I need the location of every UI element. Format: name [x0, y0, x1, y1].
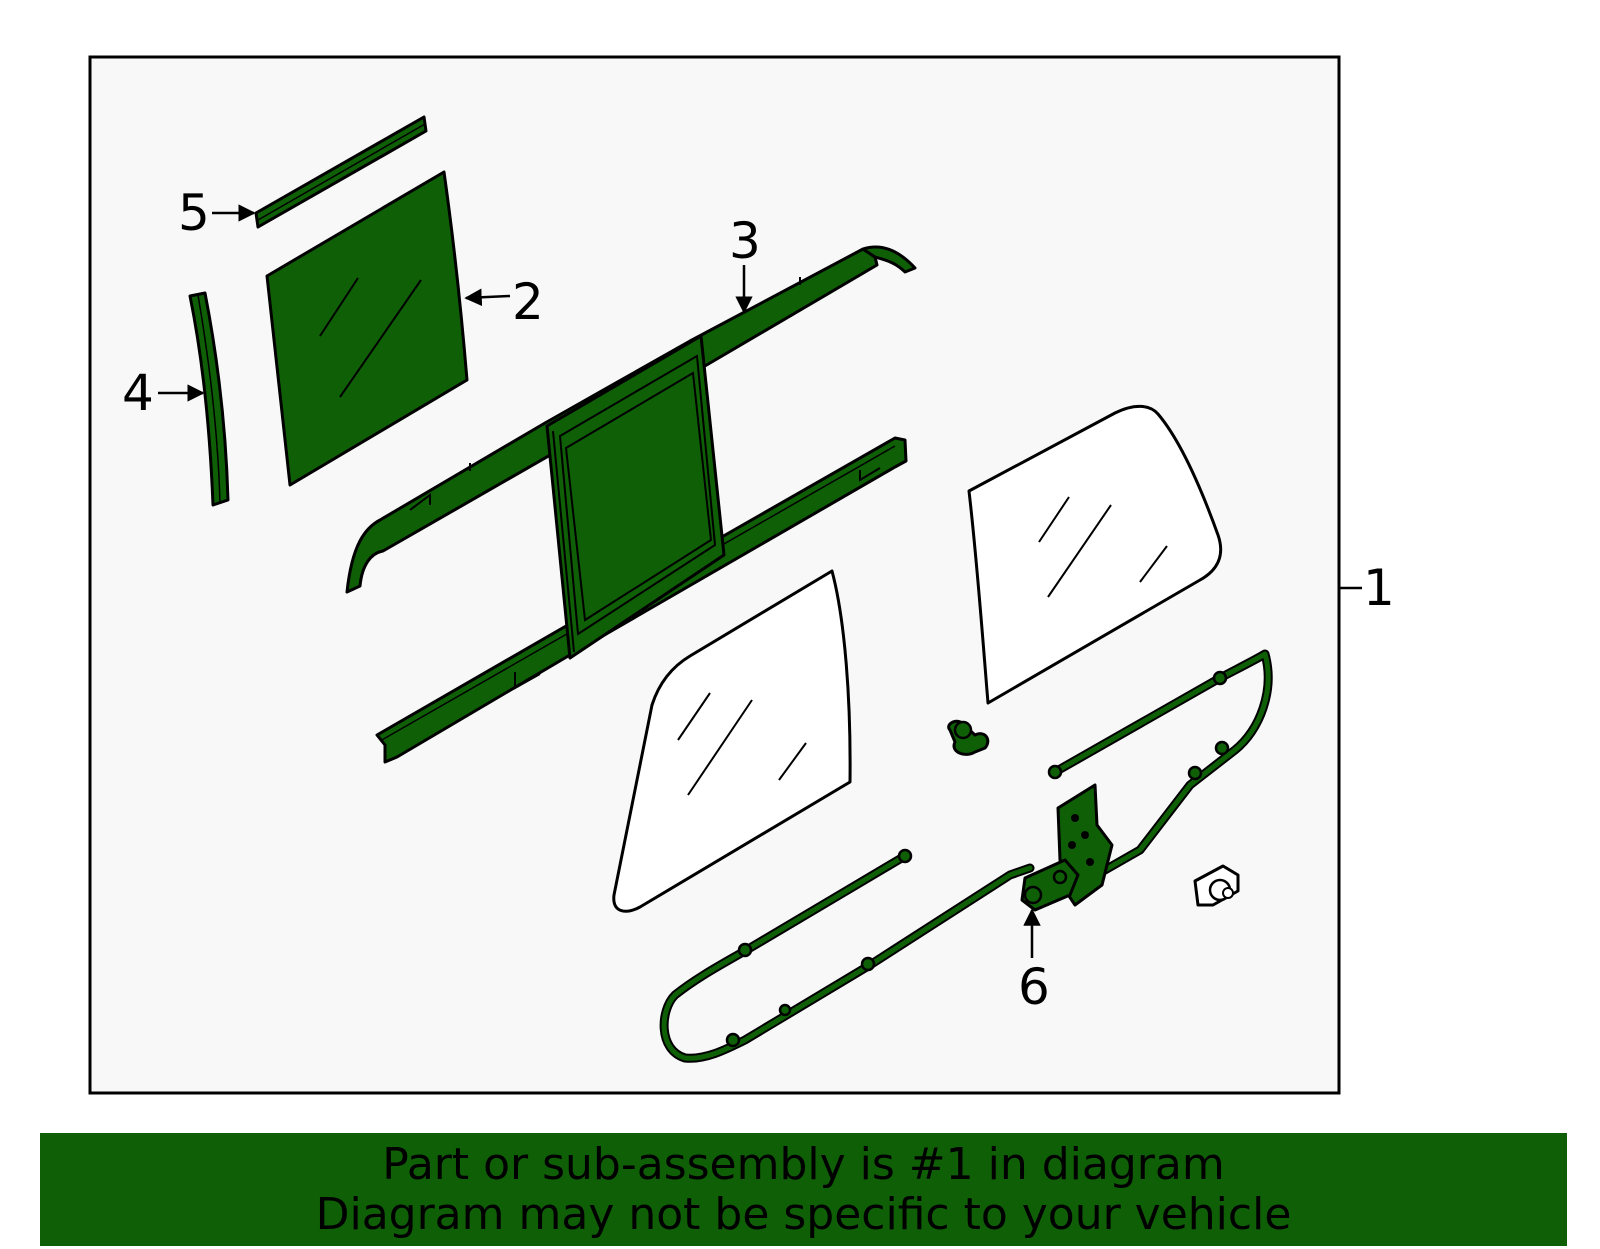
- right-door-glass[interactable]: [967, 404, 1223, 705]
- callout-6: 6: [1018, 958, 1050, 1016]
- retaining-clip[interactable]: [1193, 864, 1240, 907]
- banner-line-1: Part or sub-assembly is #1 in diagram: [382, 1138, 1225, 1190]
- left-door-glass[interactable]: [612, 569, 852, 913]
- callout-1: 1: [1363, 559, 1395, 617]
- banner-line-2: Diagram may not be specific to your vehi…: [315, 1188, 1292, 1240]
- parts-diagram: 5 4 2 3 1 6: [88, 55, 1395, 1095]
- part-5-weatherstrip[interactable]: [254, 115, 428, 229]
- callout-4: 4: [122, 364, 154, 422]
- part-6-regulator[interactable]: [659, 649, 1273, 1063]
- callout-3: 3: [729, 212, 761, 270]
- callout-2: 2: [512, 273, 544, 331]
- part-3-window-frame[interactable]: [345, 245, 917, 764]
- callout-5: 5: [178, 184, 210, 242]
- part-4-run-channel[interactable]: [188, 291, 230, 507]
- disclaimer-banner: Part or sub-assembly is #1 in diagram Di…: [40, 1133, 1567, 1246]
- leader-2: [464, 288, 511, 307]
- leader-lines: [158, 204, 1362, 958]
- part-2-glass[interactable]: [265, 170, 469, 487]
- fastener-bolt[interactable]: [947, 719, 990, 756]
